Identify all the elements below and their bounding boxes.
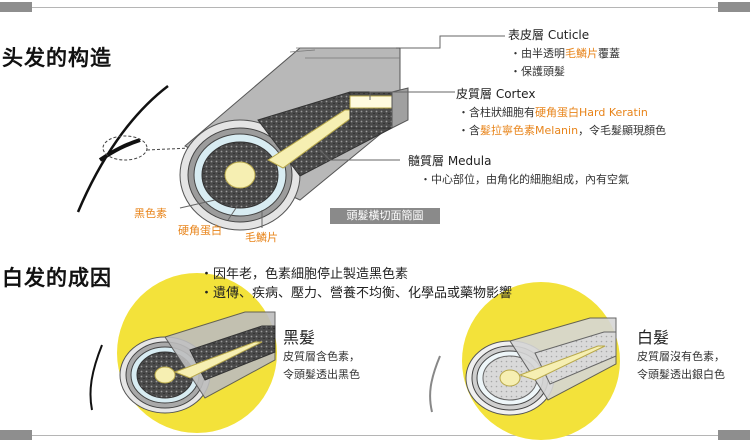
bottom-bar-left-block <box>0 430 32 440</box>
black-hair-desc-1: 皮質層含色素， <box>283 350 360 363</box>
hair-cross-section <box>179 47 409 231</box>
hair-strand-black <box>89 344 103 411</box>
structure-heading: 头发的构造 <box>2 46 112 70</box>
cause-item-2: ・遺傳、疾病、壓力、營養不均衡、化學品或藥物影響 <box>200 286 513 301</box>
cortex-desc-2: ・含髮拉寧色素Melanin，令毛髮顯現顏色 <box>458 124 667 137</box>
white-hair-desc-1: 皮質層沒有色素， <box>637 350 725 363</box>
black-hair-title: 黑髮 <box>283 328 316 347</box>
cuticle-desc-1: ・由半透明毛鱗片覆蓋 <box>510 47 620 60</box>
top-bar-left-block <box>0 2 32 12</box>
leader-lines <box>179 35 505 228</box>
hair-strand-top <box>76 85 191 213</box>
cause-item-1: ・因年老，色素細胞停止製造黑色素 <box>200 267 409 282</box>
black-hair-illustration <box>117 273 277 433</box>
top-bar-line <box>32 7 718 8</box>
cortex-label: 皮質層 Cortex <box>456 87 536 101</box>
cross-section-caption: 頭髮橫切面簡圖 <box>330 208 440 224</box>
top-bar-right-block <box>718 2 750 12</box>
white-hair-title: 白髮 <box>637 328 670 347</box>
white-hair-illustration <box>462 282 620 440</box>
medulla-label: 髓質層 Medula <box>408 154 492 168</box>
black-hair-desc-2: 令頭髮透出黑色 <box>283 368 360 381</box>
bottom-bar-line <box>32 435 718 436</box>
medulla-desc-1: ・中心部位，由角化的細胞組成，內有空氣 <box>420 173 629 186</box>
cuticle-label: 表皮層 Cuticle <box>508 28 590 42</box>
melanin-label: 黑色素 <box>134 207 167 220</box>
hair-strand-white <box>429 355 441 413</box>
cuticle-desc-2: ・保護頭髮 <box>510 65 565 78</box>
scale-label: 毛鱗片 <box>245 231 278 244</box>
bottom-bar-right-block <box>718 430 750 440</box>
top-bar <box>0 0 750 13</box>
causes-heading: 白发的成因 <box>2 266 112 290</box>
white-hair-desc-2: 令頭髮透出銀白色 <box>637 368 725 381</box>
cortex-desc-1: ・含柱狀細胞有硬角蛋白Hard Keratin <box>458 106 648 119</box>
keratin-label: 硬角蛋白 <box>178 224 222 237</box>
